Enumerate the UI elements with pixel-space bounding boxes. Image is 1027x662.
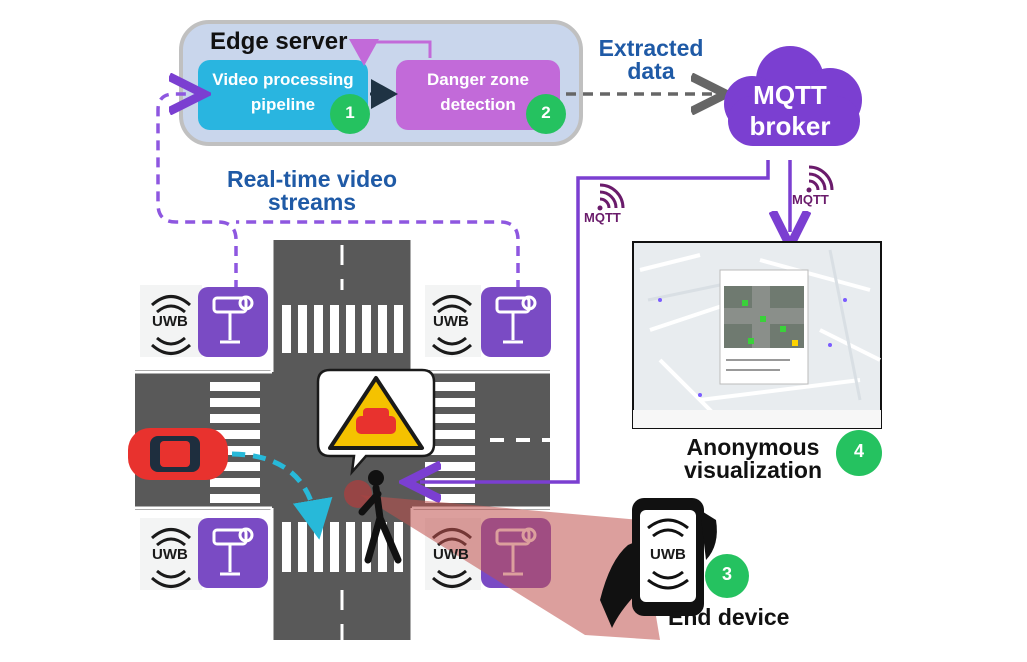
- uwb-label-bottom-left: UWB: [152, 546, 188, 563]
- badge-4-bg: [836, 430, 882, 476]
- badge-4: 4: [853, 441, 864, 461]
- video-processing-box[interactable]: [198, 60, 368, 130]
- uwb-label-top-left: UWB: [152, 313, 188, 330]
- uwb-signal-icon: [432, 295, 472, 355]
- anonymous-visualization-label: Anonymous visualization: [683, 434, 823, 483]
- badge-2-bg: [526, 94, 566, 134]
- mqtt-signal-icon: [597, 183, 625, 211]
- mqtt-signal-icon: [806, 165, 834, 193]
- uwb-label-bottom-right: UWB: [433, 546, 469, 563]
- map-screenshot[interactable]: [632, 241, 882, 429]
- stream-path-left: [156, 94, 238, 290]
- mqtt-broker-label: MQTT broker: [749, 80, 831, 142]
- badge-3-bg: [705, 554, 749, 598]
- video-processing-label: Video processing pipeline: [212, 70, 354, 114]
- uwb-camera-unit-top-right: [425, 285, 551, 357]
- mqtt-tag-right: MQTT: [792, 192, 829, 207]
- phone-icon: [600, 498, 717, 628]
- broker-to-device-arrow: [420, 160, 770, 482]
- badge-3: 3: [721, 564, 732, 584]
- uwb-signal-icon: [151, 295, 191, 355]
- uwb-label-phone: UWB: [650, 546, 686, 563]
- mqtt-broker-cloud[interactable]: [724, 46, 862, 146]
- danger-zone-box[interactable]: [396, 60, 560, 130]
- phone-view-cone: [360, 495, 660, 640]
- pedestrian-icon: [344, 470, 402, 564]
- mqtt-tag-left: MQTT: [584, 210, 621, 225]
- camera-icon: [495, 295, 537, 344]
- feedback-loop-arrow: [349, 39, 432, 66]
- uwb-camera-unit-bottom-left: [140, 518, 268, 590]
- edge-server-title: Edge server: [210, 28, 348, 55]
- extracted-data-label: Extracted data: [598, 35, 704, 84]
- car-icon: [128, 428, 228, 480]
- danger-zone-label: Danger zone detection: [426, 70, 530, 114]
- uwb-camera-unit-top-left: [140, 285, 268, 357]
- uwb-signal-icon: [151, 528, 191, 588]
- camera-icon: [212, 295, 254, 344]
- badge-2: 2: [541, 103, 551, 122]
- camera-icon: [212, 527, 254, 576]
- end-device-label: End device: [668, 604, 790, 630]
- badge-1: 1: [345, 103, 355, 122]
- uwb-label-top-right: UWB: [433, 313, 469, 330]
- badge-1-bg: [330, 94, 370, 134]
- realtime-streams-label: Real-time video streams: [227, 166, 397, 215]
- warning-bubble: [316, 368, 436, 476]
